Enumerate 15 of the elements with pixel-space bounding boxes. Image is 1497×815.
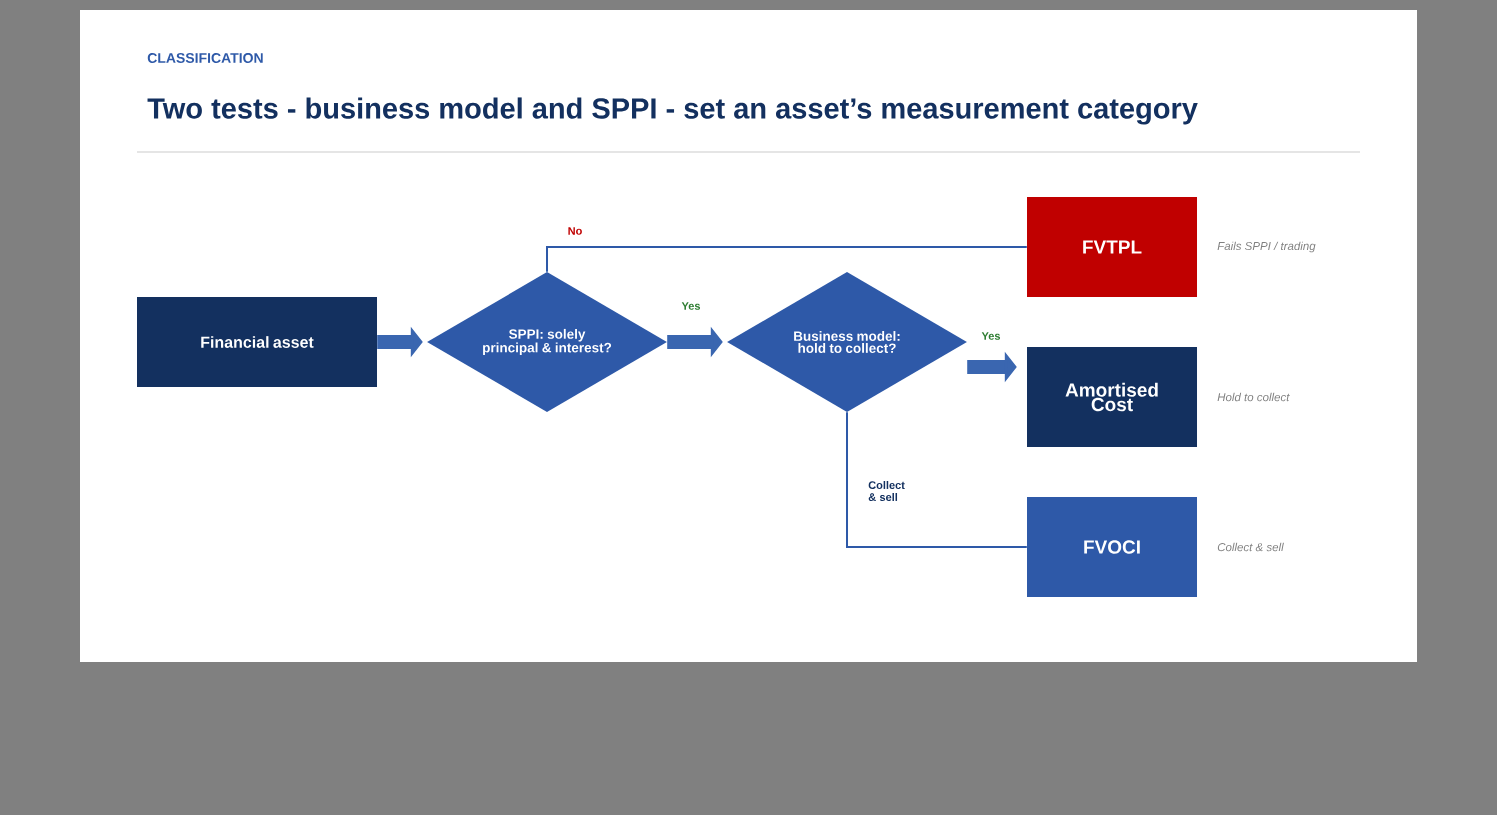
note-text: Fails SPPI / trading: [1217, 241, 1316, 253]
process-box: FVOCI: [1027, 497, 1197, 597]
note-text: Collect & sell: [1217, 542, 1284, 552]
slide-title: Two tests - business model and SPPI - set an asset’s measurement category: [147, 97, 1198, 125]
section-label: CLASSIFICATION: [147, 53, 263, 63]
connector-line: [546, 246, 1028, 273]
edge-label: Collect & sell: [867, 479, 910, 503]
edge-label: No: [566, 226, 584, 236]
edge-label: Yes: [980, 331, 1002, 341]
process-box: Financial asset: [137, 297, 377, 387]
connector-line: [846, 411, 1028, 548]
note-text: Hold to collect: [1217, 392, 1290, 402]
process-box: Amortised Cost: [1027, 347, 1197, 447]
process-box: FVTPL: [1027, 197, 1197, 297]
edge-label: Yes: [680, 301, 702, 311]
